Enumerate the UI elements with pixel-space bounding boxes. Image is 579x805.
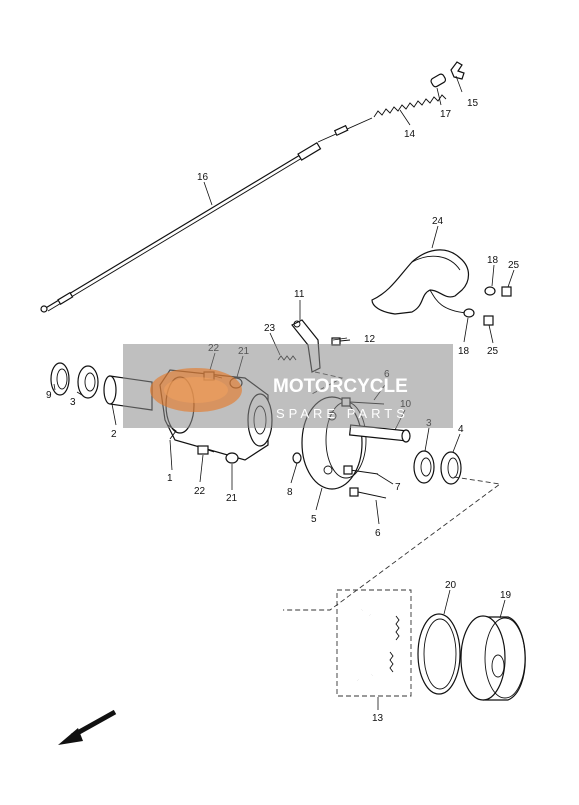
watermark-line2: SPARE PARTS bbox=[276, 406, 409, 421]
small-washer bbox=[292, 452, 302, 464]
watermark-logo bbox=[150, 368, 242, 412]
callout-2: 2 bbox=[111, 429, 117, 440]
callout-17: 17 bbox=[440, 109, 452, 120]
callout-15: 15 bbox=[467, 98, 479, 109]
brake-guard-cover bbox=[371, 249, 470, 315]
callout-13: 13 bbox=[372, 713, 384, 724]
oil-seal-right bbox=[440, 451, 462, 485]
adjuster-spring bbox=[373, 94, 447, 118]
callout-23: 23 bbox=[264, 323, 276, 334]
camshaft bbox=[343, 465, 379, 475]
callout-5: 5 bbox=[311, 514, 317, 525]
brake-cable bbox=[40, 117, 373, 313]
callout-22-bottom: 22 bbox=[194, 486, 206, 497]
callout-25-bottom: 25 bbox=[487, 346, 499, 357]
callout-16: 16 bbox=[197, 172, 209, 183]
callout-19: 19 bbox=[500, 590, 512, 601]
callout-6-bottom: 6 bbox=[375, 528, 381, 539]
callout-4: 4 bbox=[458, 424, 464, 435]
flange-bolt-lower bbox=[349, 487, 387, 499]
callout-21-bottom: 21 bbox=[226, 493, 238, 504]
cable-end-pin bbox=[430, 73, 447, 88]
anchor-pin bbox=[348, 424, 411, 443]
callout-20: 20 bbox=[445, 580, 457, 591]
callout-18-bottom: 18 bbox=[458, 346, 470, 357]
callout-12: 12 bbox=[364, 334, 376, 345]
brake-drum bbox=[460, 615, 526, 701]
callout-11: 11 bbox=[294, 289, 305, 300]
o-ring bbox=[417, 613, 461, 695]
callout-8: 8 bbox=[287, 487, 293, 498]
oil-seal bbox=[50, 362, 70, 396]
bearing bbox=[77, 365, 99, 399]
callout-24: 24 bbox=[432, 216, 444, 227]
wing-nut bbox=[450, 61, 465, 80]
flange-bolt bbox=[483, 286, 512, 326]
bearing-right bbox=[413, 450, 435, 484]
callout-7: 7 bbox=[395, 482, 401, 493]
callout-25-top: 25 bbox=[508, 260, 520, 271]
washer bbox=[463, 286, 496, 318]
watermark-line1: MOTORCYCLE bbox=[273, 376, 408, 397]
callout-18-top: 18 bbox=[487, 255, 499, 266]
brake-shoe-kit bbox=[336, 589, 412, 697]
watermark: MOTORCYCLE SPARE PARTS bbox=[123, 344, 453, 428]
callout-14: 14 bbox=[404, 129, 416, 140]
arrow-down-left-icon bbox=[58, 709, 117, 745]
callout-9: 9 bbox=[46, 390, 52, 401]
callout-1: 1 bbox=[167, 473, 173, 484]
callout-3-left: 3 bbox=[70, 397, 76, 408]
